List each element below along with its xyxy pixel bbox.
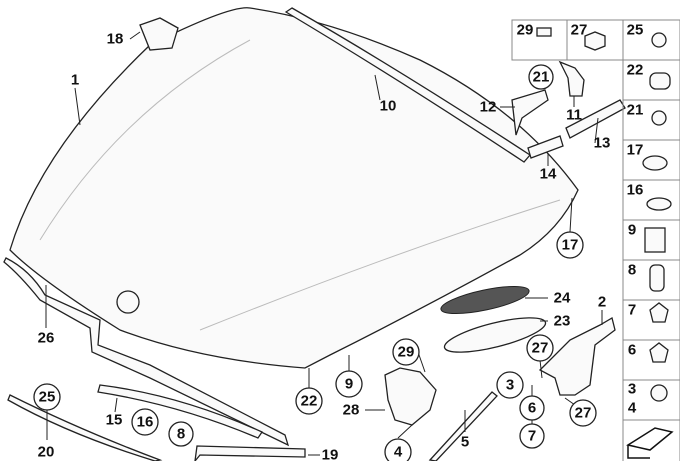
rivet-21-icon — [651, 110, 667, 126]
bolt-3-4-icon — [650, 384, 668, 402]
callout-28: 28 — [343, 402, 360, 419]
clip-9-icon — [644, 227, 666, 253]
part-11-clip — [558, 60, 585, 97]
callout-24: 24 — [554, 290, 571, 307]
callout-1: 1 — [71, 72, 79, 89]
part-19-seal — [194, 445, 306, 461]
callout-21: 21 — [533, 69, 550, 86]
callout-17: 17 — [562, 237, 579, 254]
grid-label-17: 17 — [627, 142, 644, 159]
buffer-8-icon — [649, 264, 665, 292]
grid-label-25: 25 — [627, 22, 644, 39]
callout-16: 16 — [137, 414, 154, 431]
grid-label-3: 3 — [628, 381, 636, 398]
callout-10: 10 — [380, 98, 397, 115]
hood-grommet — [116, 290, 140, 314]
callout-5: 5 — [461, 434, 469, 451]
callout-8: 8 — [177, 426, 185, 443]
callout-19: 19 — [322, 447, 339, 461]
callout-27-hinge: 27 — [575, 405, 592, 422]
part-20-seal — [7, 394, 163, 461]
screw-7-icon — [649, 302, 669, 323]
part-2-hinge — [538, 317, 616, 396]
callout-12: 12 — [480, 99, 497, 116]
part-15-strip — [97, 384, 263, 439]
grid-label-6: 6 — [628, 342, 636, 359]
part-12-clip — [511, 89, 549, 136]
callout-6: 6 — [528, 400, 536, 417]
callout-14: 14 — [540, 166, 557, 183]
direction-arrow-icon — [626, 427, 674, 459]
cap-17-icon — [642, 155, 668, 171]
hood-panel — [9, 7, 579, 369]
part-24-grille — [440, 285, 530, 315]
part-18-bracket — [139, 17, 179, 51]
callout-26: 26 — [38, 330, 55, 347]
callout-29: 29 — [398, 344, 415, 361]
rivet-16-icon — [646, 197, 672, 211]
part-26-seal — [3, 257, 290, 447]
callout-18: 18 — [107, 31, 124, 48]
callout-3: 3 — [506, 377, 514, 394]
callout-9: 9 — [345, 376, 353, 393]
grid-label-7: 7 — [628, 302, 636, 319]
bolt-29-icon — [536, 27, 552, 37]
callout-20: 20 — [38, 444, 55, 461]
hood-inner-line — [39, 39, 561, 331]
screw-6-icon — [649, 342, 669, 363]
callout-23: 23 — [554, 313, 571, 330]
grid-label-4: 4 — [628, 400, 637, 417]
grid-label-22: 22 — [627, 62, 644, 79]
grid-label-16: 16 — [627, 182, 644, 199]
grid-label-27: 27 — [571, 22, 588, 39]
part-5-gas-strut — [428, 391, 498, 461]
part-23-seal — [443, 317, 547, 353]
callout-7: 7 — [528, 428, 536, 445]
callout-25: 25 — [39, 389, 56, 406]
rivet-25-icon — [651, 32, 667, 48]
grid-label-29: 29 — [517, 22, 534, 39]
grid-label-9: 9 — [628, 222, 636, 239]
grommet-22-icon — [649, 72, 671, 90]
callout-15: 15 — [106, 412, 123, 429]
part-14-seal — [527, 135, 564, 159]
callout-2: 2 — [598, 294, 606, 311]
callout-13: 13 — [594, 135, 611, 152]
fastener-grid — [511, 19, 680, 461]
nut-27-icon — [584, 31, 606, 51]
callout-11: 11 — [566, 107, 582, 124]
part-13-seal — [565, 99, 626, 139]
callout-22: 22 — [301, 393, 318, 410]
callout-27: 27 — [532, 340, 549, 357]
grid-label-8: 8 — [628, 262, 636, 279]
callout-rings — [33, 64, 597, 461]
part-28-lock — [384, 367, 437, 426]
grid-label-21: 21 — [627, 102, 644, 119]
callout-4: 4 — [394, 444, 403, 461]
